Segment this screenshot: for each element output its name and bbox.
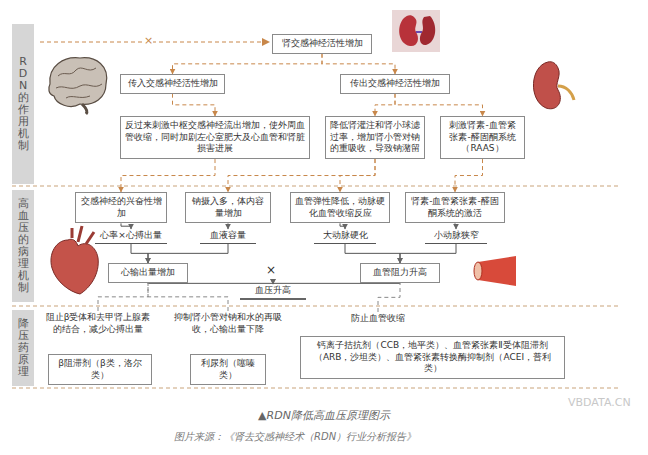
connector bbox=[228, 159, 375, 192]
vessel-icon bbox=[474, 256, 516, 286]
node-text: 传出交感神经活性增加 bbox=[345, 78, 445, 90]
node-text: 心输出量增加 bbox=[113, 267, 183, 279]
kidney-photo bbox=[392, 10, 440, 52]
drug-box: 钙离子拮抗剂（CCB，地平类）、血管紧张素Ⅱ受体阻滞剂（ARB，沙坦类）、血管紧… bbox=[300, 336, 565, 379]
connector bbox=[340, 159, 375, 192]
section-band: RDN的作用机制 bbox=[12, 24, 34, 184]
band-label: 降压药原理 bbox=[18, 318, 29, 378]
connector bbox=[400, 244, 456, 263]
result-text: 血压升高 bbox=[240, 284, 306, 300]
kidney-icon bbox=[533, 62, 574, 109]
node-text: 血液容量 bbox=[202, 230, 254, 242]
connector bbox=[345, 244, 400, 263]
node-text: 反过来刺激中枢交感神经流出增加，使外周血管收缩，同时加剧左心室肥大及心血管和肾脏… bbox=[125, 120, 305, 155]
process-box: 刺激肾素-血管紧张素-醛固酮系统（RAAS） bbox=[440, 116, 525, 159]
process-box: 钠摄入多，体内容量增加 bbox=[185, 192, 271, 223]
connector bbox=[121, 159, 215, 192]
brain-icon bbox=[49, 58, 107, 114]
result-box: 血管阻力升高 bbox=[360, 263, 440, 283]
factor-text: 小动脉狭窄 bbox=[425, 229, 487, 244]
node-text: 血管阻力升高 bbox=[365, 267, 435, 279]
drug-box: 利尿剂（噻嗪类） bbox=[190, 354, 266, 385]
process-box: 肾交感神经活性增加 bbox=[272, 34, 372, 54]
drug-note: 抑制肾小管对钠和水的再吸收，心输出量下降 bbox=[172, 311, 284, 336]
node-text: 血管弹性降低，动脉硬化血管收缩反应 bbox=[295, 196, 385, 219]
section-band: 降压药原理 bbox=[12, 310, 34, 386]
node-text: 钠摄入多，体内容量增加 bbox=[190, 196, 266, 219]
cross-line bbox=[40, 38, 270, 46]
drug-note: 防止血管收缩 bbox=[342, 312, 414, 326]
node-text: 利尿剂（噻嗪类） bbox=[195, 358, 261, 381]
watermark: VBDATA.CN bbox=[568, 396, 631, 409]
connector bbox=[375, 94, 395, 116]
connector bbox=[148, 283, 228, 311]
node-text: 肾交感神经活性增加 bbox=[277, 38, 367, 50]
connector bbox=[131, 244, 148, 263]
figure-caption: ▲RDN降低高血压原理图示 bbox=[0, 408, 648, 423]
connector bbox=[322, 54, 395, 74]
cross-mark: × bbox=[266, 263, 276, 277]
source-note: 图片来源：《肾去交感神经术（RDN）行业分析报告》 bbox=[174, 430, 416, 444]
node-text: 传入交感神经活性增加 bbox=[125, 78, 220, 90]
process-box: 降低肾灌注和肾小球滤过率，增加肾小管对钠的重吸收，导致钠潴留 bbox=[325, 116, 425, 159]
connector bbox=[148, 244, 228, 263]
process-box: 传出交感神经活性增加 bbox=[340, 74, 450, 94]
band-label: 高血压的病理机制 bbox=[18, 198, 29, 295]
node-text: 交感神经的兴奋性增加 bbox=[80, 196, 162, 219]
node-text: 钙离子拮抗剂（CCB，地平类）、血管紧张素Ⅱ受体阻滞剂（ARB，沙坦类）、血管紧… bbox=[305, 340, 560, 375]
node-text: 防止血管收缩 bbox=[344, 313, 412, 325]
process-box: 传入交感神经活性增加 bbox=[120, 74, 225, 94]
band-label: RDN的作用机制 bbox=[18, 56, 29, 153]
node-text: 刺激肾素-血管紧张素-醛固酮系统（RAAS） bbox=[445, 120, 520, 155]
node-text: 阻止β受体和去甲肾上腺素的结合，减少心搏出量 bbox=[44, 312, 152, 335]
node-text: 大动脉硬化 bbox=[316, 230, 374, 242]
connector bbox=[395, 94, 483, 116]
section-band: 高血压的病理机制 bbox=[12, 190, 34, 302]
process-box: 肾素-血管紧张素-醛固酮系统的激活 bbox=[405, 192, 505, 223]
process-box: 反过来刺激中枢交感神经流出增加，使外周血管收缩，同时加剧左心室肥大及心血管和肾脏… bbox=[120, 116, 310, 159]
connector bbox=[173, 54, 323, 74]
result-box: 心输出量增加 bbox=[108, 263, 188, 283]
process-box: 血管弹性降低，动脉硬化血管收缩反应 bbox=[290, 192, 390, 223]
drug-box: β阻滞剂（β类，洛尔类） bbox=[48, 354, 152, 385]
cross-mark: × bbox=[144, 34, 153, 47]
factor-text: 血液容量 bbox=[200, 229, 256, 244]
node-text: 抑制肾小管对钠和水的再吸收，心输出量下降 bbox=[174, 312, 282, 335]
node-text: 心率×心搏出量 bbox=[97, 230, 165, 242]
process-box: 交感神经的兴奋性增加 bbox=[75, 192, 167, 223]
factor-text: 心率×心搏出量 bbox=[95, 229, 167, 244]
connector bbox=[98, 283, 148, 311]
connector bbox=[378, 283, 400, 312]
connector bbox=[173, 94, 216, 116]
connector bbox=[455, 159, 483, 192]
heart-icon bbox=[51, 226, 98, 294]
node-text: 降低肾灌注和肾小球滤过率，增加肾小管对钠的重吸收，导致钠潴留 bbox=[330, 120, 420, 155]
node-text: 小动脉狭窄 bbox=[427, 230, 485, 242]
node-text: 血压升高 bbox=[244, 285, 302, 297]
section-separators bbox=[12, 186, 620, 388]
node-text: 肾素-血管紧张素-醛固酮系统的激活 bbox=[410, 196, 500, 219]
factor-text: 大动脉硬化 bbox=[314, 229, 376, 244]
drug-note: 阻止β受体和去甲肾上腺素的结合，减少心搏出量 bbox=[42, 311, 154, 336]
node-text: β阻滞剂（β类，洛尔类） bbox=[53, 358, 147, 381]
